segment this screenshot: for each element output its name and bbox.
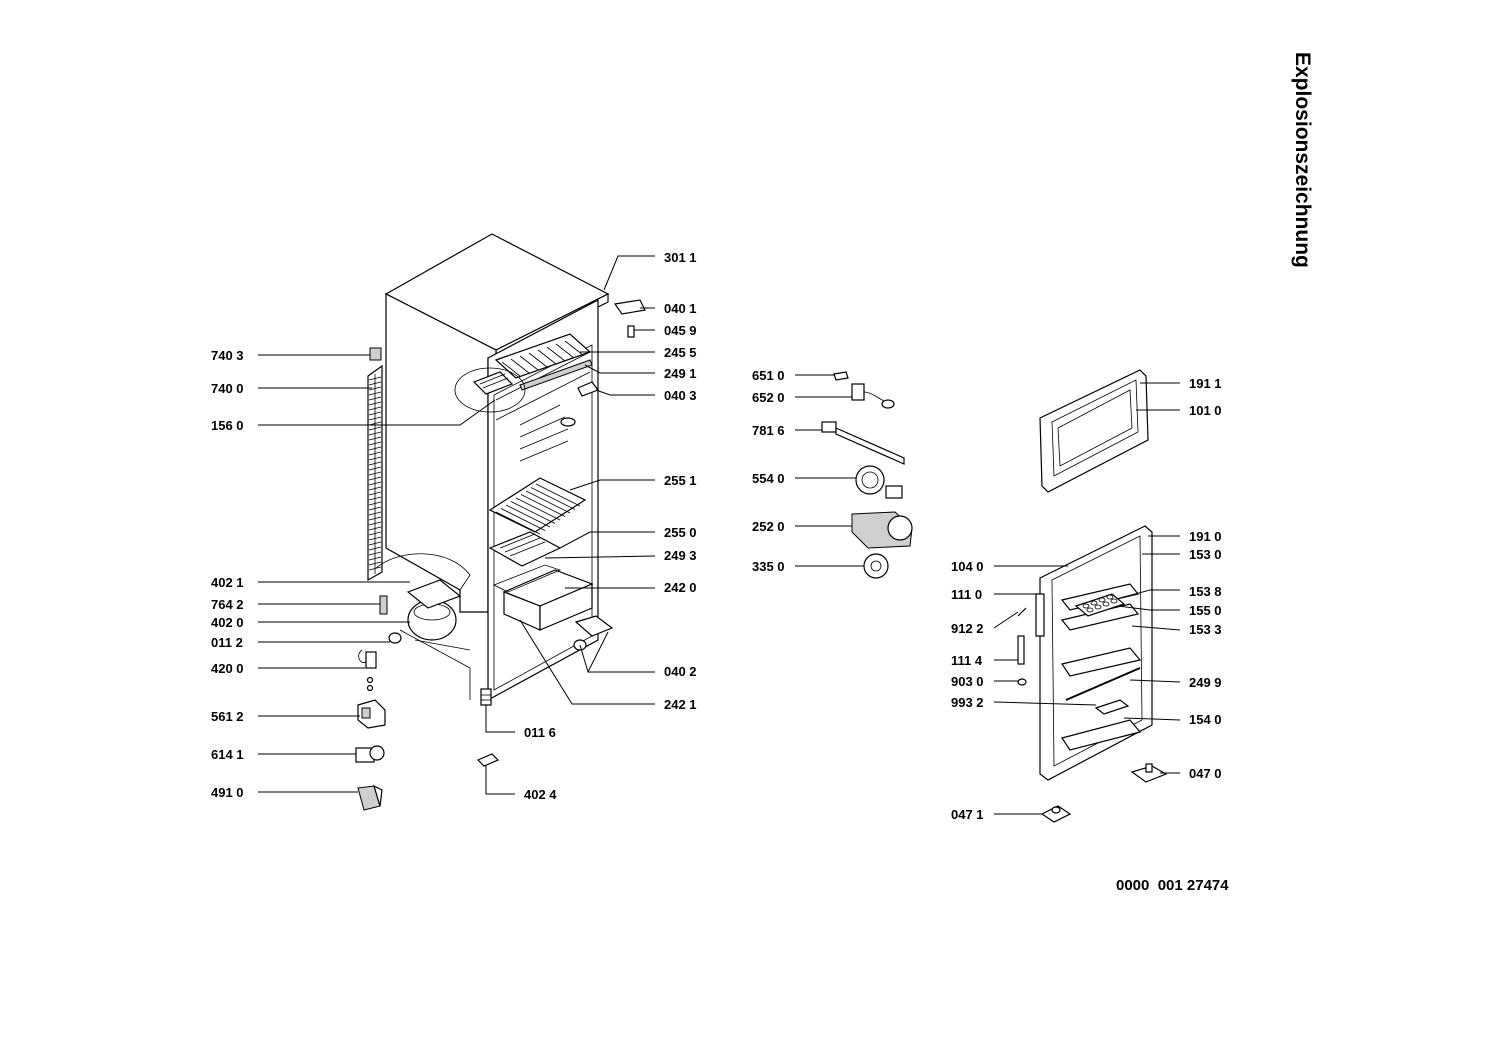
label-047-0: 047 0 xyxy=(1189,766,1222,781)
label-011-6: 011 6 xyxy=(524,725,556,740)
hinge-047-0 xyxy=(1130,763,1168,783)
shelf-255-1 xyxy=(488,477,587,535)
label-255-0: 255 0 xyxy=(664,525,697,540)
label-249-9: 249 9 xyxy=(1189,675,1222,690)
part-781-6 xyxy=(821,421,905,465)
part-903-0 xyxy=(1017,678,1027,686)
handle-111-0 xyxy=(1035,593,1045,637)
label-252-0: 252 0 xyxy=(752,519,785,534)
part-labels: 301 1 040 1 045 9 245 5 249 1 040 3 255 … xyxy=(211,250,1222,822)
part-561-2 xyxy=(357,699,386,729)
freezer-door xyxy=(1039,369,1149,493)
label-249-3: 249 3 xyxy=(664,548,697,563)
label-491-0: 491 0 xyxy=(211,785,244,800)
leader-lines xyxy=(258,255,1181,815)
label-191-1: 191 1 xyxy=(1189,376,1222,391)
part-420-0 xyxy=(358,649,377,692)
label-764-2: 764 2 xyxy=(211,597,244,612)
label-402-1: 402 1 xyxy=(211,575,244,590)
label-153-3: 153 3 xyxy=(1189,622,1222,637)
label-255-1: 255 1 xyxy=(664,473,697,488)
label-242-0: 242 0 xyxy=(664,580,697,595)
part-111-4 xyxy=(1017,635,1025,665)
part-491-0 xyxy=(357,784,383,811)
label-155-0: 155 0 xyxy=(1189,603,1222,618)
ice-tray xyxy=(454,367,526,413)
label-047-1: 047 1 xyxy=(951,807,984,822)
label-011-2: 011 2 xyxy=(211,635,243,650)
label-156-0: 156 0 xyxy=(211,418,244,433)
label-402-4: 402 4 xyxy=(524,787,557,802)
label-912-2: 912 2 xyxy=(951,621,984,636)
label-153-8: 153 8 xyxy=(1189,584,1222,599)
part-912-2 xyxy=(1017,607,1027,617)
label-111-0: 111 0 xyxy=(951,587,982,602)
label-561-2: 561 2 xyxy=(211,709,244,724)
label-554-0: 554 0 xyxy=(752,471,785,486)
label-242-1: 242 1 xyxy=(664,697,697,712)
part-045-9 xyxy=(627,325,635,338)
part-651-0 xyxy=(833,371,849,381)
document-number: 0000 001 27474 xyxy=(1116,877,1229,894)
label-993-2: 993 2 xyxy=(951,695,984,710)
part-011-6 xyxy=(480,688,492,706)
label-104-0: 104 0 xyxy=(951,559,984,574)
label-153-0: 153 0 xyxy=(1189,547,1222,562)
part-740-3 xyxy=(369,347,382,361)
label-045-9: 045 9 xyxy=(664,323,697,338)
part-335-0 xyxy=(863,553,889,579)
part-652-0 xyxy=(851,383,895,409)
condenser xyxy=(367,364,383,582)
label-652-0: 652 0 xyxy=(752,390,785,405)
compressor xyxy=(375,553,471,651)
label-249-1: 249 1 xyxy=(664,366,697,381)
label-040-3: 040 3 xyxy=(664,388,697,403)
hinge-047-1 xyxy=(1040,805,1072,823)
crisper-cover xyxy=(493,564,562,593)
part-252-0 xyxy=(851,511,913,549)
label-191-0: 191 0 xyxy=(1189,529,1222,544)
part-554-0 xyxy=(855,465,903,499)
label-903-0: 903 0 xyxy=(951,674,984,689)
label-040-2: 040 2 xyxy=(664,664,697,679)
label-111-4: 111 4 xyxy=(951,653,983,668)
label-245-5: 245 5 xyxy=(664,345,697,360)
label-402-0: 402 0 xyxy=(211,615,244,630)
drawing-title: Explosionszeichnung xyxy=(1291,52,1314,268)
label-335-0: 335 0 xyxy=(752,559,785,574)
label-301-1: 301 1 xyxy=(664,250,697,265)
crisper-drawer-242-0 xyxy=(502,569,594,631)
label-740-3: 740 3 xyxy=(211,348,244,363)
label-781-6: 781 6 xyxy=(752,423,785,438)
part-040-3 xyxy=(577,381,599,397)
part-614-1 xyxy=(355,745,385,763)
part-402-4 xyxy=(476,753,500,767)
label-154-0: 154 0 xyxy=(1189,712,1222,727)
label-651-0: 651 0 xyxy=(752,368,785,383)
part-040-1 xyxy=(613,299,646,315)
label-040-1: 040 1 xyxy=(664,301,697,316)
label-101-0: 101 0 xyxy=(1189,403,1222,418)
fridge-door xyxy=(1039,525,1153,781)
label-614-1: 614 1 xyxy=(211,747,244,762)
label-420-0: 420 0 xyxy=(211,661,244,676)
label-740-0: 740 0 xyxy=(211,381,244,396)
